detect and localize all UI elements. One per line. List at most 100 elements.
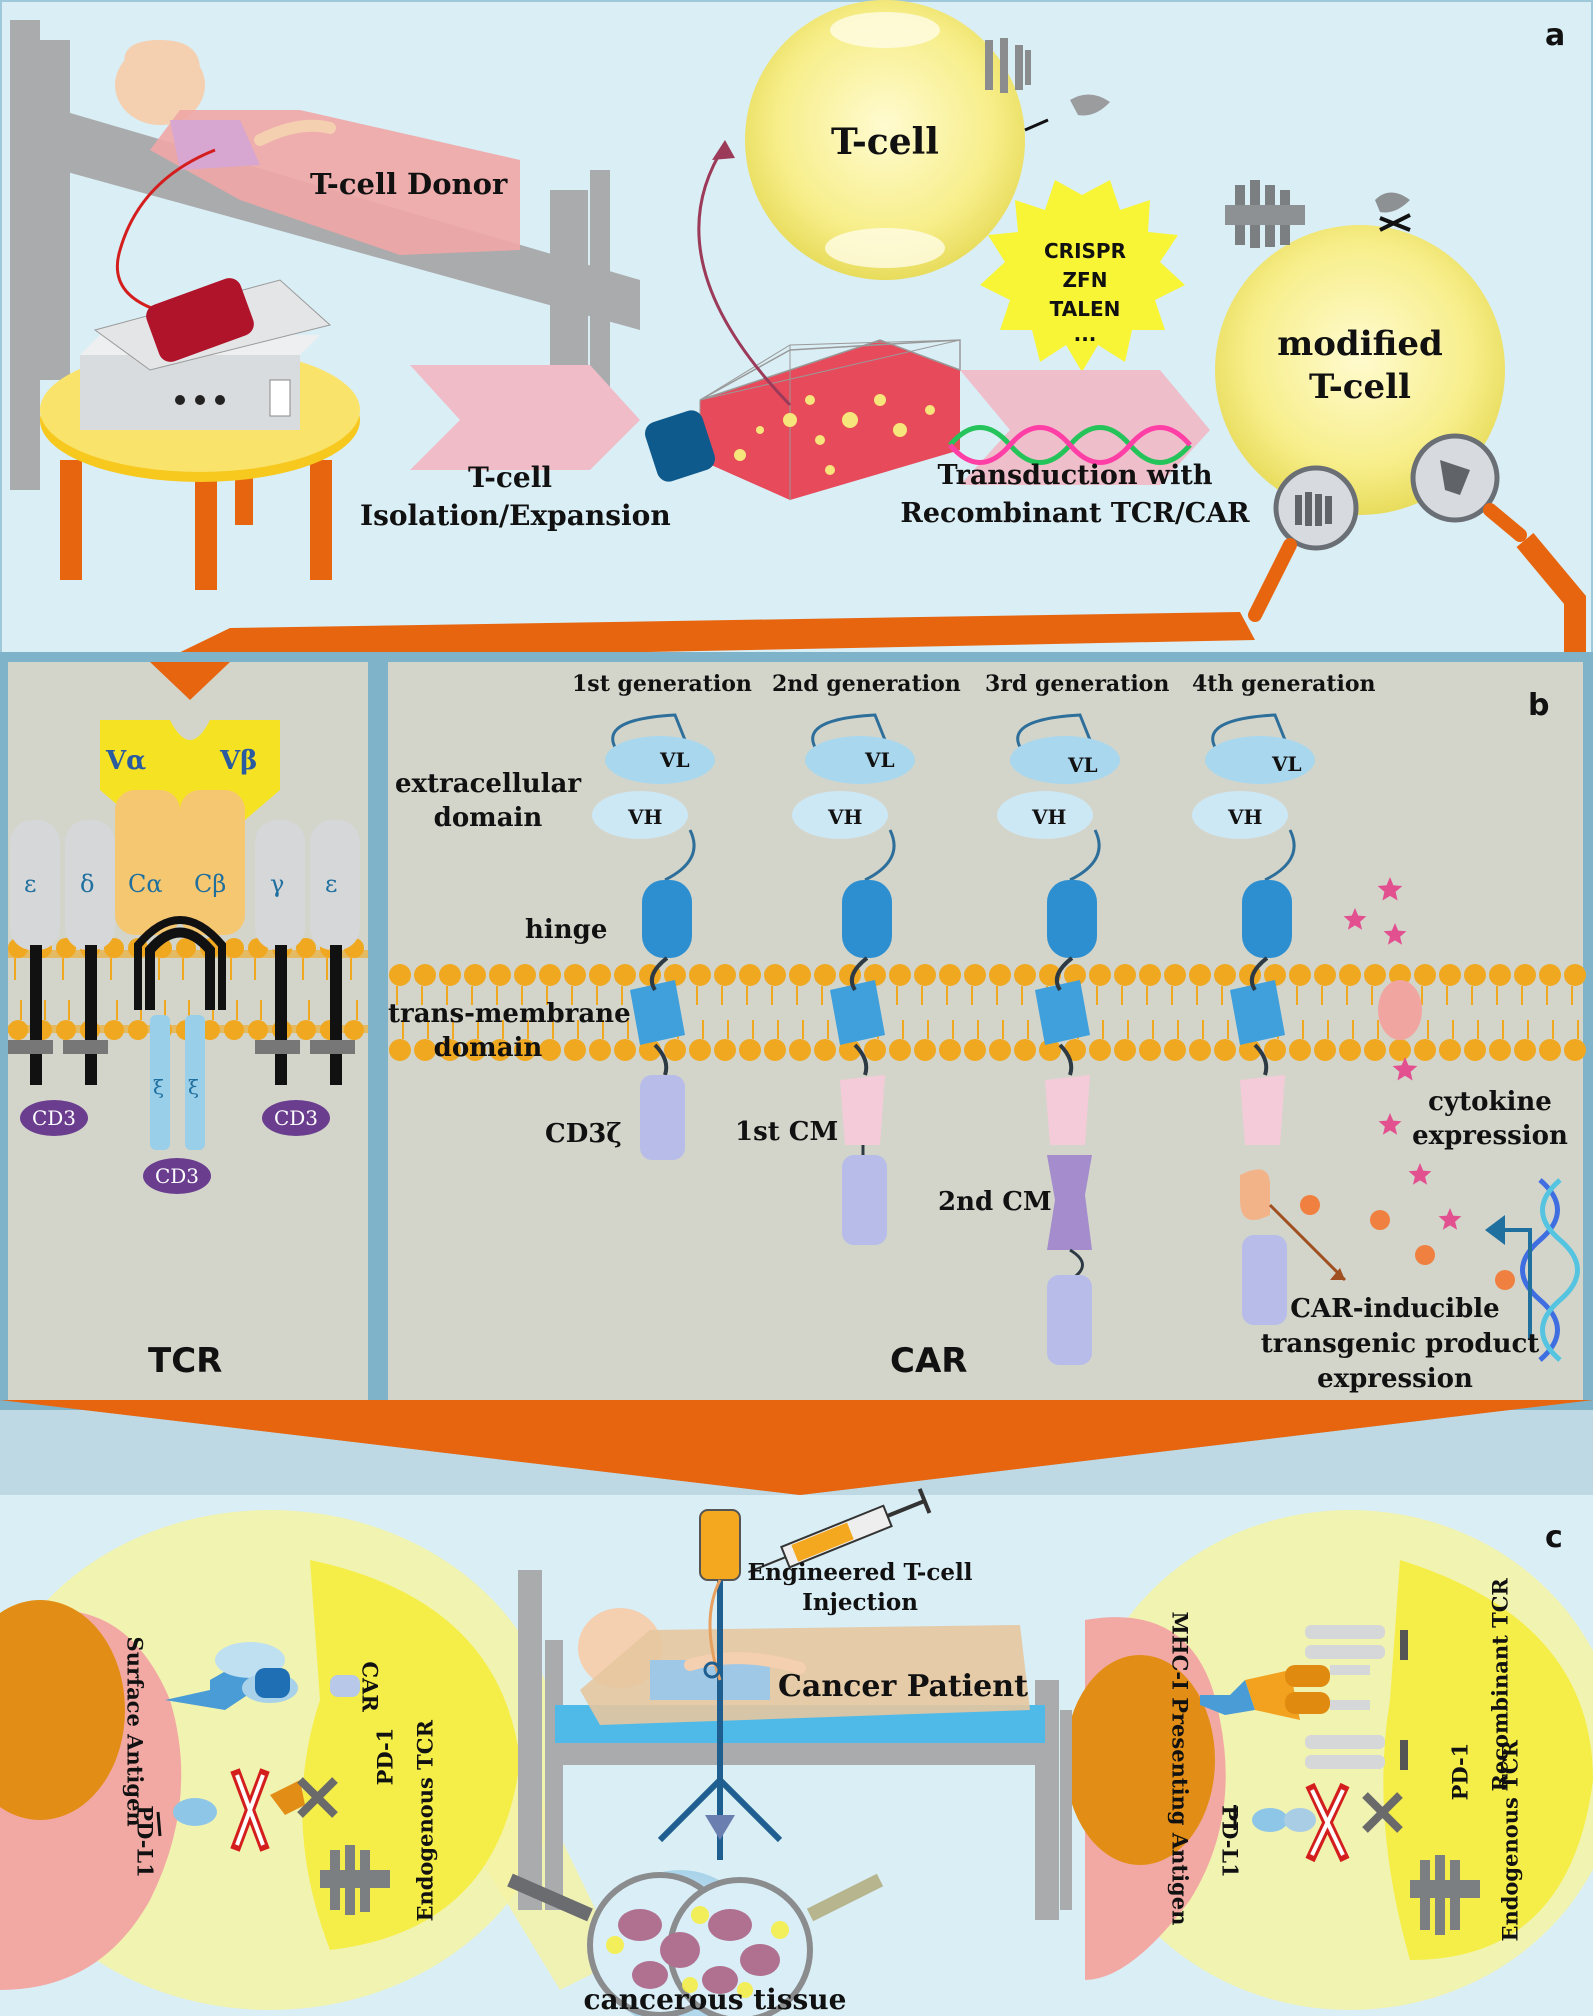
- lipid-head: [1089, 1039, 1111, 1061]
- extracellular-label-line2: domain: [433, 803, 543, 833]
- lipid-head: [1364, 1039, 1386, 1061]
- lipid-head: [104, 1020, 124, 1040]
- lipid-head: [344, 1020, 364, 1040]
- culture-flask: [645, 339, 961, 500]
- car-construct-1: [592, 713, 715, 1160]
- lipid-head: [1564, 1039, 1586, 1061]
- lipid-head: [489, 964, 511, 986]
- costim-domain-1: [1240, 1075, 1285, 1145]
- lipid-head: [1464, 1039, 1486, 1061]
- tissue-label: cancerous tissue: [583, 1983, 847, 2016]
- lipid-head: [1289, 964, 1311, 986]
- left-endogenous-tcr-label: Endogenous TCR: [412, 1720, 438, 1922]
- vh-domain: [592, 791, 688, 839]
- lipid-head: [589, 1039, 611, 1061]
- right-zoom-receptors: [1200, 1625, 1480, 1935]
- vl-label-4: VL: [1272, 752, 1302, 776]
- lipid-head: [964, 964, 986, 986]
- lipid-head: [1089, 964, 1111, 986]
- vl-domain: [1010, 736, 1120, 784]
- lipid-head: [564, 1039, 586, 1061]
- modified-label-line2: T-cell: [1309, 367, 1411, 407]
- lipid-head: [714, 1039, 736, 1061]
- donor-figure: [115, 40, 520, 255]
- transmembrane-domain: [1035, 980, 1090, 1045]
- lipid-head: [789, 964, 811, 986]
- panel-b-car-background: [388, 662, 1583, 1400]
- tcr-c-beta: Cβ: [194, 870, 227, 898]
- lipid-head: [1339, 964, 1361, 986]
- lipid-head: [864, 1039, 886, 1061]
- tcell-receptor: [985, 38, 1110, 132]
- flask-to-tcell-arrow: [697, 144, 792, 407]
- inducible-label-line3: expression: [1317, 1364, 1473, 1394]
- second-cm-label: 2nd CM: [938, 1187, 1052, 1217]
- tcell-circle: [745, 0, 1025, 280]
- cytokine-star: [1383, 923, 1407, 945]
- lipid-head: [1064, 964, 1086, 986]
- tcr-delta: δ: [80, 870, 95, 898]
- lipid-head: [224, 938, 244, 958]
- lipid-head: [1289, 1039, 1311, 1061]
- tcell-label: T-cell: [831, 121, 939, 163]
- inducible-label-line1: CAR-inducible: [1290, 1294, 1500, 1324]
- transmembrane-label-line2: domain: [433, 1033, 543, 1063]
- cytokine-star: [1392, 1057, 1418, 1081]
- connector-left: [160, 612, 1255, 680]
- lipid-head: [56, 1020, 76, 1040]
- lipid-head: [939, 964, 961, 986]
- cytokine-star: [1438, 1208, 1462, 1230]
- lipid-head: [1139, 964, 1161, 986]
- lipid-head: [1164, 964, 1186, 986]
- costim-domain-2: [1047, 1155, 1092, 1250]
- lipid-head: [564, 964, 586, 986]
- vl-label-2: VL: [865, 748, 895, 772]
- lipid-head: [176, 938, 196, 958]
- lipid-head: [128, 1020, 148, 1040]
- lipid-head: [939, 1039, 961, 1061]
- tcr-epsilon-right: ε: [325, 870, 338, 898]
- lipid-head: [1439, 1039, 1461, 1061]
- hinge-domain: [642, 880, 692, 958]
- costim-domain-1: [1045, 1075, 1090, 1145]
- fourth-gen-extras: [1240, 980, 1580, 1362]
- lipid-head: [439, 1039, 461, 1061]
- hinge-domain: [1242, 880, 1292, 958]
- lipid-head: [989, 1039, 1011, 1061]
- lipid-head: [1264, 1039, 1286, 1061]
- lipid-head: [389, 964, 411, 986]
- lipid-head: [464, 964, 486, 986]
- generation-3-label: 3rd generation: [985, 671, 1170, 697]
- cd3-badge-center: CD3: [143, 1158, 211, 1194]
- injection-label-line1: Engineered T-cell: [747, 1559, 973, 1586]
- lipid-head: [989, 964, 1011, 986]
- lipid-head: [914, 964, 936, 986]
- lipid-head: [714, 964, 736, 986]
- lipid-head: [1189, 964, 1211, 986]
- lipid-head: [789, 1039, 811, 1061]
- cd3-badge-right: CD3: [262, 1100, 330, 1136]
- cytokine-star: [1378, 1113, 1402, 1135]
- vl-domain: [1205, 736, 1315, 784]
- lipid-head: [1514, 964, 1536, 986]
- vl-domain: [605, 736, 715, 784]
- cancerous-tissue: [507, 1870, 884, 2016]
- transmembrane-domain: [1230, 980, 1285, 1045]
- tcr-c-alpha: Cα: [128, 870, 163, 898]
- donor-label: T-cell Donor: [310, 167, 508, 201]
- generation-2-label: 2nd generation: [772, 671, 961, 697]
- left-tcell: [302, 1560, 520, 1950]
- transduction-label-line1: Transduction with: [937, 460, 1213, 491]
- lipid-head: [1314, 1039, 1336, 1061]
- hinge-domain: [1047, 880, 1097, 958]
- cd3zeta-domain: [842, 1155, 887, 1245]
- lipid-head: [914, 1039, 936, 1061]
- lipid-head: [1139, 1039, 1161, 1061]
- tcr-gamma: γ: [270, 870, 285, 898]
- editing-tool-talen: TALEN: [1049, 297, 1121, 321]
- lipid-head: [464, 1039, 486, 1061]
- modified-label-line1: modified: [1277, 324, 1443, 364]
- lipid-head: [1489, 1039, 1511, 1061]
- editing-tool-more: ...: [1073, 322, 1097, 346]
- lipid-head: [1439, 964, 1461, 986]
